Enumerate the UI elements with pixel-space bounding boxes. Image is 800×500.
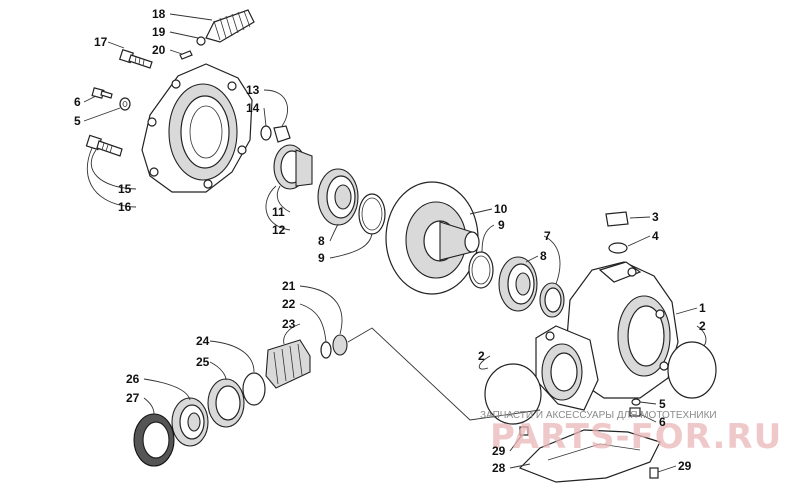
bearing-8b: [498, 256, 538, 312]
assembly-line: [347, 327, 541, 421]
bolt-6: [91, 87, 113, 99]
label-11: 11: [272, 205, 285, 219]
label-21: 21: [282, 279, 296, 293]
main-housing: [535, 261, 679, 411]
label-17: 17: [94, 35, 108, 49]
label-8a: 8: [318, 234, 325, 248]
part-labels: 18 19 20 17 6 5 13 14 15 16 11 12 8 9 10…: [74, 7, 706, 475]
label-2b: 2: [478, 349, 485, 363]
label-14: 14: [246, 101, 260, 115]
skid-plate: [518, 429, 661, 483]
oring-2b: [484, 363, 542, 425]
label-23: 23: [282, 317, 296, 331]
label-16: 16: [118, 200, 132, 214]
snap-ring-24: [242, 372, 266, 406]
label-18: 18: [152, 7, 166, 21]
bearing-8a: [317, 168, 359, 226]
bolt-29a: [519, 426, 529, 436]
label-6a: 6: [74, 95, 81, 109]
label-27: 27: [126, 391, 140, 405]
label-29b: 29: [678, 459, 692, 473]
cover-housing: [141, 63, 253, 193]
label-7: 7: [544, 229, 551, 243]
small-oring: [196, 36, 206, 46]
boot-bellows: [205, 9, 255, 43]
label-10: 10: [494, 202, 508, 216]
label-20: 20: [152, 43, 166, 57]
label-28: 28: [492, 461, 506, 475]
label-26: 26: [126, 372, 140, 386]
gear-disk: [385, 181, 480, 295]
label-1: 1: [699, 301, 706, 315]
label-4: 4: [652, 229, 659, 243]
seal-11: [273, 144, 313, 190]
label-3: 3: [652, 210, 659, 224]
label-22: 22: [282, 297, 296, 311]
seal-27: [133, 413, 175, 467]
pinion-shaft: [265, 334, 348, 389]
bolt-29b: [649, 467, 659, 479]
plug-oring: [260, 125, 272, 141]
label-5b: 5: [659, 397, 666, 411]
label-19: 19: [152, 25, 166, 39]
label-12: 12: [272, 223, 286, 237]
label-6b: 6: [659, 415, 666, 429]
label-5a: 5: [74, 114, 81, 128]
label-8b: 8: [540, 249, 547, 263]
bearing-25: [207, 378, 245, 428]
bearing-26: [171, 397, 209, 447]
label-29a: 29: [492, 444, 506, 458]
bolt-6b: [629, 407, 641, 417]
oring-2a: [667, 341, 717, 399]
bolt-17: [118, 48, 153, 69]
bolt-15: [85, 134, 123, 157]
snap-ring-9b: [468, 251, 494, 289]
drain-plug: [273, 125, 291, 143]
snap-ring-9a: [358, 193, 386, 235]
label-9b: 9: [498, 218, 505, 232]
watermark-brand: PARTS-FOR.RU: [490, 417, 782, 457]
watermark: ЗАПЧАСТИ И АКСЕССУАРЫ ДЛЯ МОТОТЕХНИКИ PA…: [480, 410, 782, 457]
label-15: 15: [118, 182, 132, 196]
label-2a: 2: [699, 319, 706, 333]
washer-5: [119, 97, 131, 111]
label-13: 13: [246, 83, 260, 97]
vent-plug: [605, 211, 629, 227]
parts-drawing: [85, 9, 717, 483]
label-25: 25: [196, 355, 210, 369]
leader-lines: [83, 13, 707, 473]
label-9a: 9: [318, 251, 325, 265]
label-24: 24: [196, 334, 210, 348]
pin: [179, 50, 193, 60]
watermark-caption: ЗАПЧАСТИ И АКСЕССУАРЫ ДЛЯ МОТОТЕХНИКИ: [480, 410, 717, 421]
plug-oring-4: [608, 242, 628, 254]
